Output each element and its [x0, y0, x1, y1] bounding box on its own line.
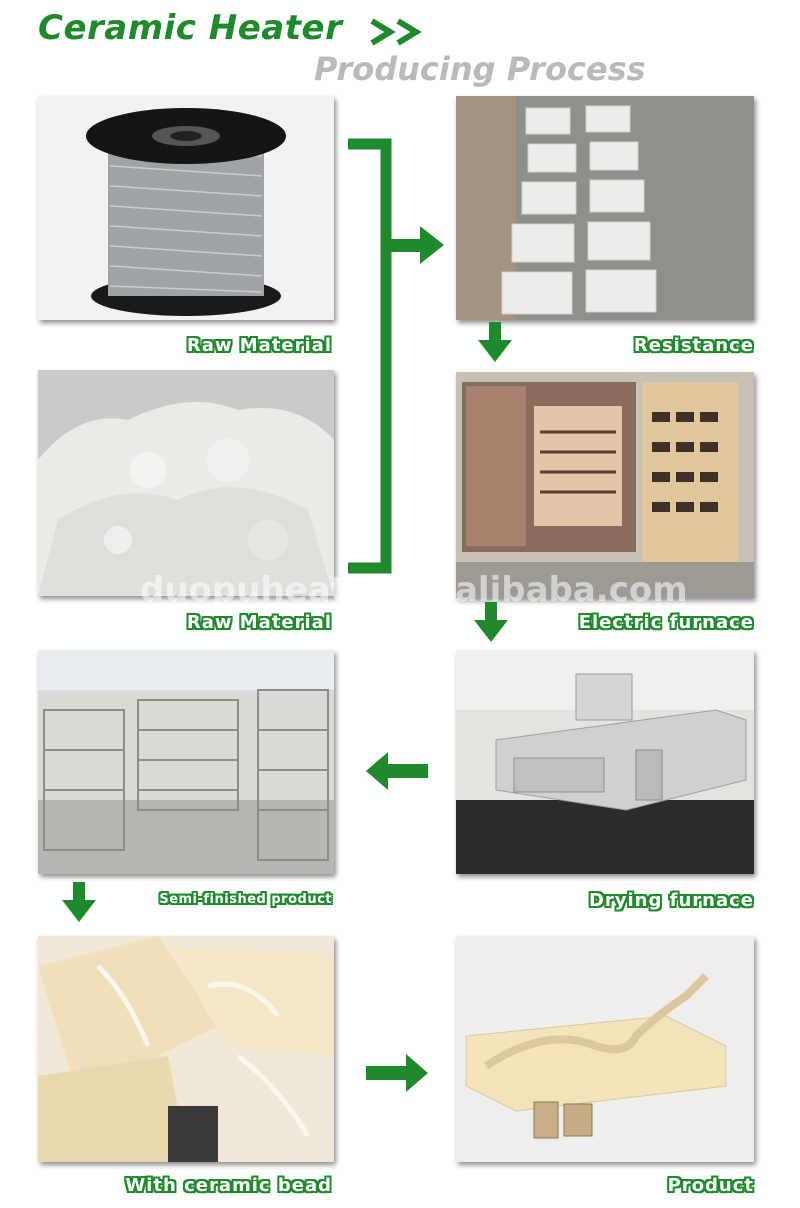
page-title: Ceramic Heater	[38, 8, 343, 48]
down-arrow-icon	[478, 322, 512, 362]
photo-wire-spool	[38, 96, 334, 320]
step-label-raw-material-2: Raw Material	[186, 612, 332, 633]
step-label-semi-finished: Semi-finished product	[159, 892, 332, 907]
down-arrow-icon	[62, 882, 96, 922]
double-chevron-icon	[370, 18, 422, 46]
left-arrow-icon	[366, 752, 428, 790]
step-label-electric-furnace: Electric furnace	[578, 612, 754, 633]
right-arrow-icon	[366, 1054, 428, 1092]
step-label-raw-material-1: Raw Material	[186, 335, 332, 356]
photo-ceramic-bead	[38, 936, 334, 1162]
photo-product	[456, 936, 754, 1162]
page-subtitle: Producing Process	[314, 50, 646, 88]
photo-ceramic-powder	[38, 370, 334, 596]
watermark: duopuheater.en.alibaba.com	[140, 570, 688, 610]
step-label-with-ceramic-bead: With ceramic bead	[125, 1175, 332, 1196]
bracket-arrow-icon	[348, 138, 444, 574]
photo-resistance-plates	[456, 96, 754, 320]
down-arrow-icon	[474, 602, 508, 642]
step-label-resistance: Resistance	[633, 335, 754, 356]
photo-electric-furnace	[456, 372, 754, 598]
step-label-product: Product	[667, 1175, 754, 1196]
step-label-drying-furnace: Drying furnace	[588, 890, 754, 911]
photo-semi-finished-racks	[38, 650, 334, 874]
photo-drying-furnace	[456, 650, 754, 874]
